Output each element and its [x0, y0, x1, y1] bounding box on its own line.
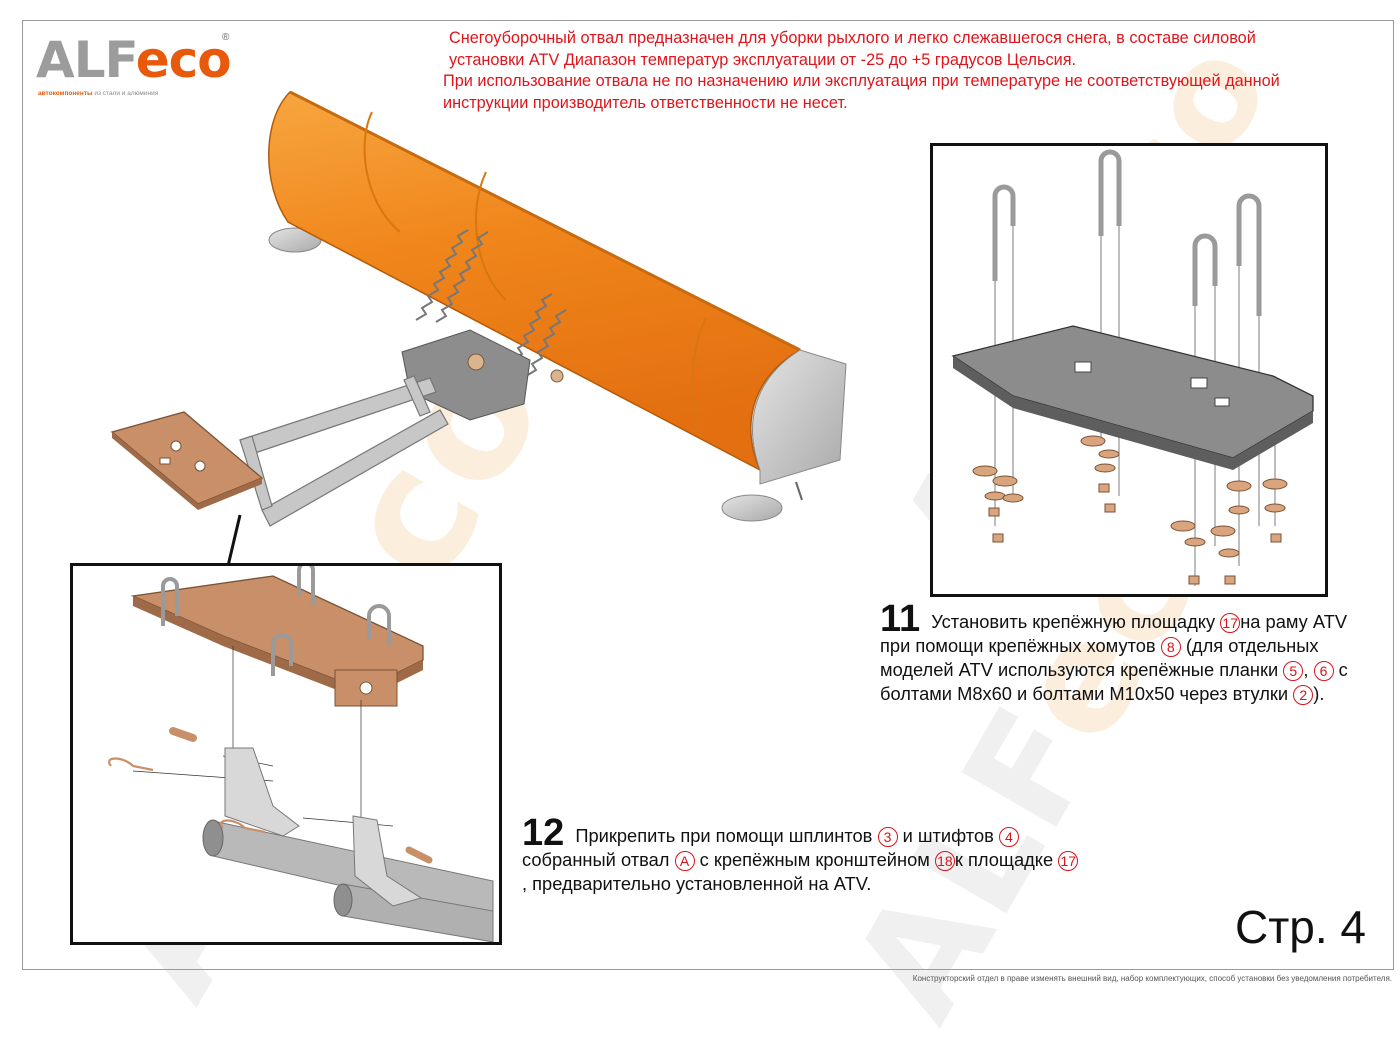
- page-number: Стр. 4: [1234, 901, 1366, 953]
- plow-assembly-illustration: [110, 90, 847, 567]
- pins-and-cotters: [108, 727, 433, 864]
- push-frame: [239, 375, 449, 527]
- u-bolt-clamps: [992, 149, 1262, 316]
- part-reference: 17: [1220, 613, 1241, 633]
- usage-warning: Снегоуборочный отвал предназначен для уб…: [443, 28, 1388, 114]
- step-number: 11: [880, 598, 921, 640]
- washers-and-nuts: [972, 435, 1288, 585]
- detail-inset-step-12: [70, 563, 502, 945]
- pivot-pin: [550, 369, 564, 383]
- skid-shoe-right: [721, 494, 783, 522]
- pin-attachment-illustration: [108, 566, 494, 942]
- logo-wordmark: ALFeco: [36, 31, 232, 89]
- part-reference: 2: [1293, 685, 1314, 705]
- u-bolt-clamps: [161, 566, 391, 676]
- warning-line: установки ATV Диапазон температур эксплу…: [449, 50, 1077, 69]
- part-reference: 8: [1160, 637, 1181, 657]
- warning-line: При использование отвала не по назначени…: [443, 72, 1280, 90]
- pivot-pin: [467, 353, 485, 371]
- part-reference: 18: [934, 851, 955, 871]
- frame-tubes: [202, 819, 494, 942]
- mounting-plate: [110, 411, 264, 510]
- warning-line: инструкции производитель ответственности…: [443, 93, 848, 112]
- warning-line: Снегоуборочный отвал предназначен для уб…: [449, 29, 1256, 47]
- part-reference: 6: [1313, 661, 1334, 681]
- registered-mark: ®: [222, 32, 230, 43]
- page-frame: [22, 20, 1394, 970]
- part-reference: 3: [877, 827, 898, 847]
- detail-callout-line: [226, 514, 242, 567]
- plow-blade: [268, 90, 847, 501]
- clamp-mounting-illustration: [951, 149, 1314, 586]
- step-12-instructions: 12 Прикрепить при помощи шплинтов 3 и шт…: [522, 814, 1082, 896]
- detail-inset-step-11: [930, 143, 1328, 597]
- part-reference: 17: [1058, 851, 1079, 871]
- part-reference: 5: [1283, 661, 1304, 681]
- hitch-brackets: [224, 747, 423, 907]
- part-reference: 4: [998, 827, 1019, 847]
- part-reference: A: [674, 851, 695, 871]
- brand-logo: ALFeco ® автокомпоненты из стали и алюми…: [36, 30, 236, 100]
- step-number: 12: [522, 812, 565, 854]
- logo-tagline: автокомпоненты из стали и алюминия: [38, 90, 159, 97]
- footer-disclaimer: Конструкторский отдел в праве изменять в…: [912, 974, 1392, 983]
